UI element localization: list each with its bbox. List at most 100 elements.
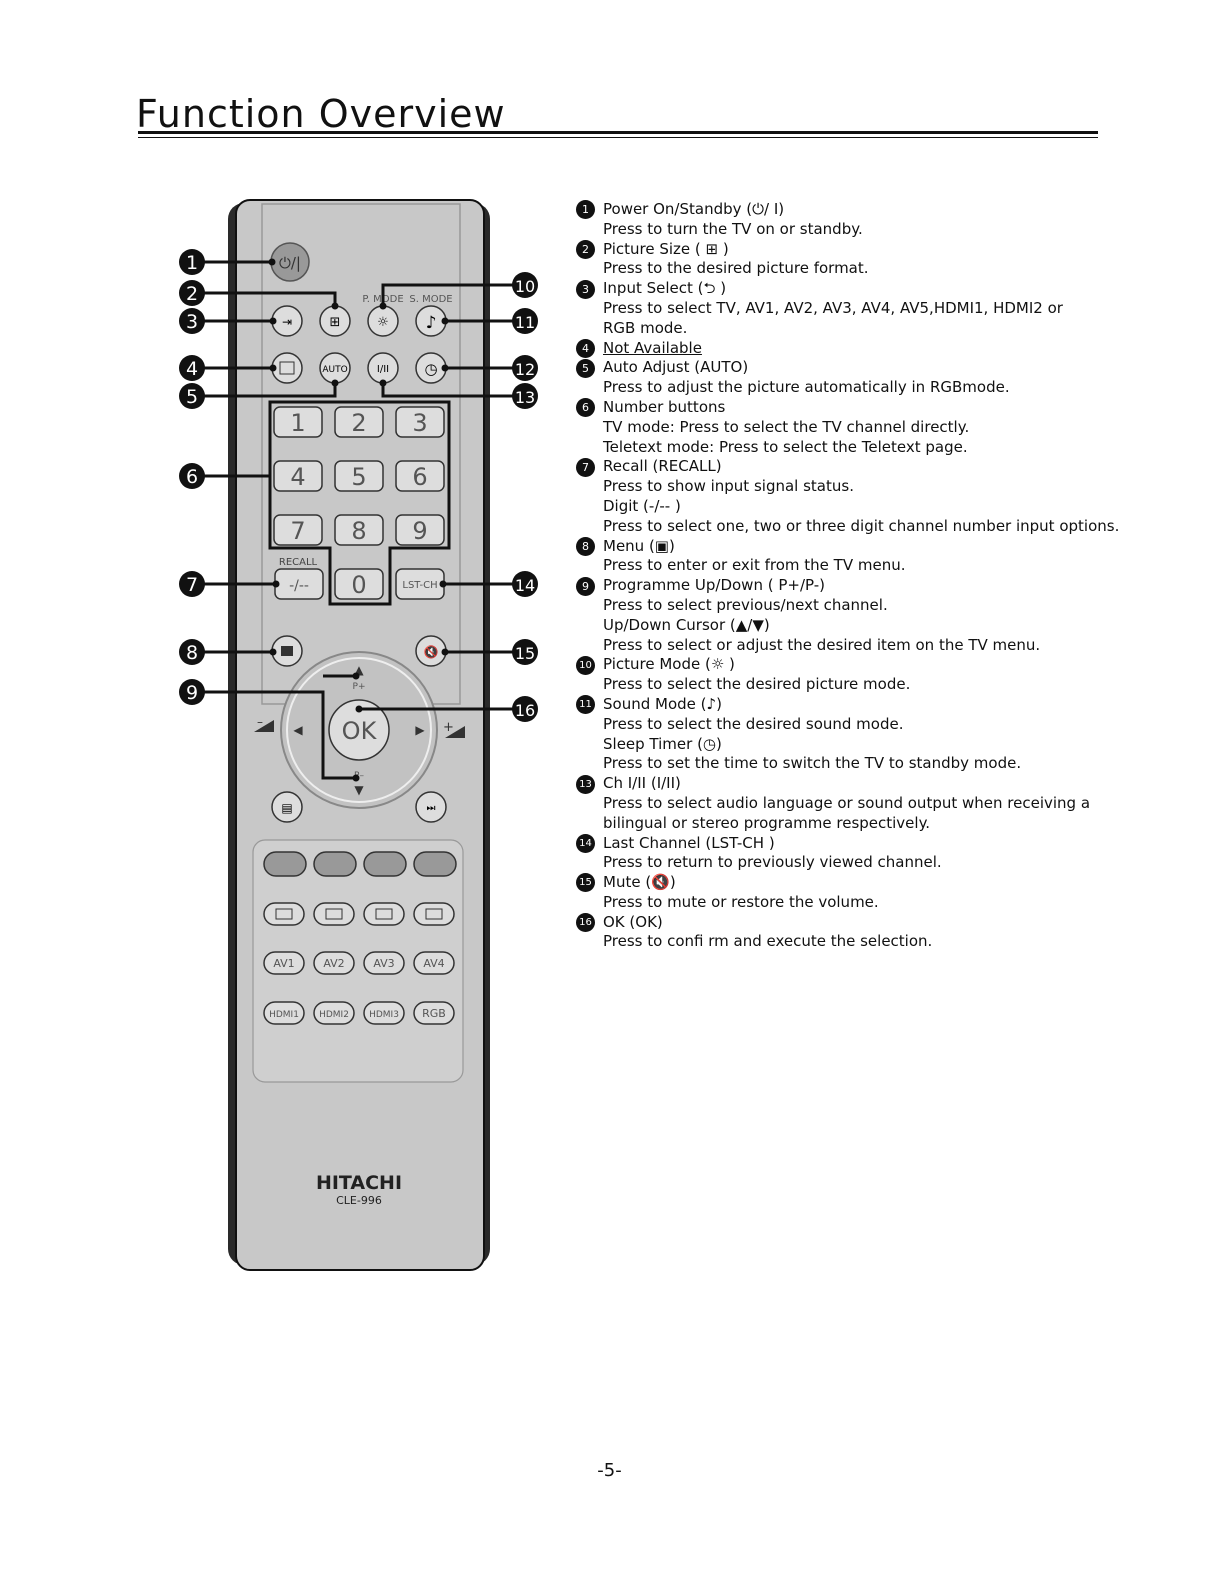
digit-button-2[interactable] <box>334 406 384 438</box>
right-arrow-icon[interactable]: ▶ <box>415 723 425 737</box>
description-number-badge: 4 <box>576 338 595 358</box>
hdmi-button-4[interactable] <box>413 1001 455 1025</box>
callout-dot <box>269 648 277 656</box>
digit-label: 4 <box>290 463 305 491</box>
description-line: bilingual or stereo programme respective… <box>603 813 931 832</box>
callout-number: 8 <box>186 642 198 664</box>
av-button-1[interactable] <box>263 951 305 975</box>
digit-button-0[interactable] <box>334 568 384 600</box>
brand-logo: HITACHI <box>316 1172 402 1194</box>
teletext-icon: ▤ <box>281 801 292 815</box>
input-icon: ⇥ <box>282 315 292 329</box>
tt-subtitle-button[interactable] <box>363 902 405 926</box>
hdmi-button-2[interactable] <box>313 1001 355 1025</box>
down-arrow-icon[interactable]: ▼ <box>354 783 364 797</box>
sound-mode-icon: ♪ <box>426 313 437 333</box>
digit-button-7[interactable] <box>273 514 323 546</box>
digit-label: -/-- <box>289 578 309 594</box>
av-button-2[interactable] <box>313 951 355 975</box>
color-button-1[interactable] <box>263 851 307 877</box>
description-line: Press to select one, two or three digit … <box>603 516 1120 535</box>
av-button-3[interactable] <box>363 951 405 975</box>
hdmi-label: HDMI2 <box>319 1010 349 1020</box>
callout-line-13 <box>381 383 525 398</box>
volume-down-icon[interactable] <box>254 720 274 732</box>
callout-dot <box>441 648 449 656</box>
digit-button-6[interactable] <box>395 460 445 492</box>
title-rule-thin <box>138 137 1098 138</box>
callout-dot <box>269 364 277 372</box>
description-line: Press to show input signal status. <box>603 477 854 496</box>
picture-mode-icon: ☼ <box>377 315 389 330</box>
sleep-timer-icon: ◷ <box>424 360 437 378</box>
description-title: Sound Mode (♪) <box>603 694 722 713</box>
volume-minus-glyph: – <box>257 715 263 729</box>
color-button-4[interactable] <box>413 851 457 877</box>
callout-dot <box>268 258 276 266</box>
color-button-3[interactable] <box>363 851 407 877</box>
description-number-badge: 13 <box>576 774 595 794</box>
tt-index-button[interactable] <box>263 902 305 926</box>
page-number: -5- <box>597 1460 622 1481</box>
left-arrow-icon[interactable]: ◀ <box>293 723 303 737</box>
description-number-badge: 2 <box>576 239 595 259</box>
callout-badge-3 <box>179 308 205 334</box>
digit-button-8[interactable] <box>334 514 384 546</box>
remote-bottom-panel <box>252 839 464 1083</box>
callout-line-10 <box>381 283 525 306</box>
callout-line-5 <box>192 383 337 398</box>
tt-subtitle-icon <box>375 908 393 920</box>
callout-badge-10 <box>512 272 538 298</box>
av-button-4[interactable] <box>413 951 455 975</box>
digit-button-5[interactable] <box>334 460 384 492</box>
hdmi-button-1[interactable] <box>263 1001 305 1025</box>
digit-button-9[interactable] <box>395 514 445 546</box>
tt-cancel-button[interactable] <box>313 902 355 926</box>
description-title: Last Channel (LST-CH ) <box>603 833 775 852</box>
digit-label: 0 <box>351 571 366 599</box>
volume-up-icon[interactable] <box>445 726 465 738</box>
dpad-ring-highlight <box>286 657 432 803</box>
callout-dot <box>331 302 339 310</box>
digit-button-3[interactable] <box>395 406 445 438</box>
callout-dot <box>379 379 387 387</box>
digit-button-1[interactable] <box>273 406 323 438</box>
callout-dot <box>352 774 360 782</box>
description-title: Recall (RECALL) <box>603 457 722 476</box>
hdmi-button-3[interactable] <box>363 1001 405 1025</box>
callout-number: 12 <box>515 360 535 379</box>
ok-button[interactable] <box>328 699 390 761</box>
tt-reveal-button[interactable] <box>413 902 455 926</box>
description-line: Press to turn the TV on or standby. <box>603 219 863 238</box>
callout-number: 5 <box>186 386 198 408</box>
callout-dot <box>272 580 280 588</box>
not-available-icon <box>279 361 295 375</box>
color-button-2[interactable] <box>313 851 357 877</box>
power-icon: ⏻/| <box>279 254 301 272</box>
tt-index-icon <box>275 908 293 920</box>
skip-button[interactable] <box>415 791 447 823</box>
callout-dots <box>268 258 449 782</box>
ok-label: OK <box>342 717 378 745</box>
lst-ch-label: LST-CH <box>402 580 437 591</box>
callout-dot <box>269 317 277 325</box>
teletext-button[interactable] <box>271 791 303 823</box>
av-label: AV3 <box>373 957 394 970</box>
up-arrow-icon[interactable]: ▲ <box>354 663 364 677</box>
callout-dot <box>441 364 449 372</box>
description-number-badge: 14 <box>576 833 595 853</box>
callout-number: 11 <box>515 313 535 332</box>
hdmi-label: RGB <box>422 1007 446 1020</box>
digit-button-4[interactable] <box>273 460 323 492</box>
